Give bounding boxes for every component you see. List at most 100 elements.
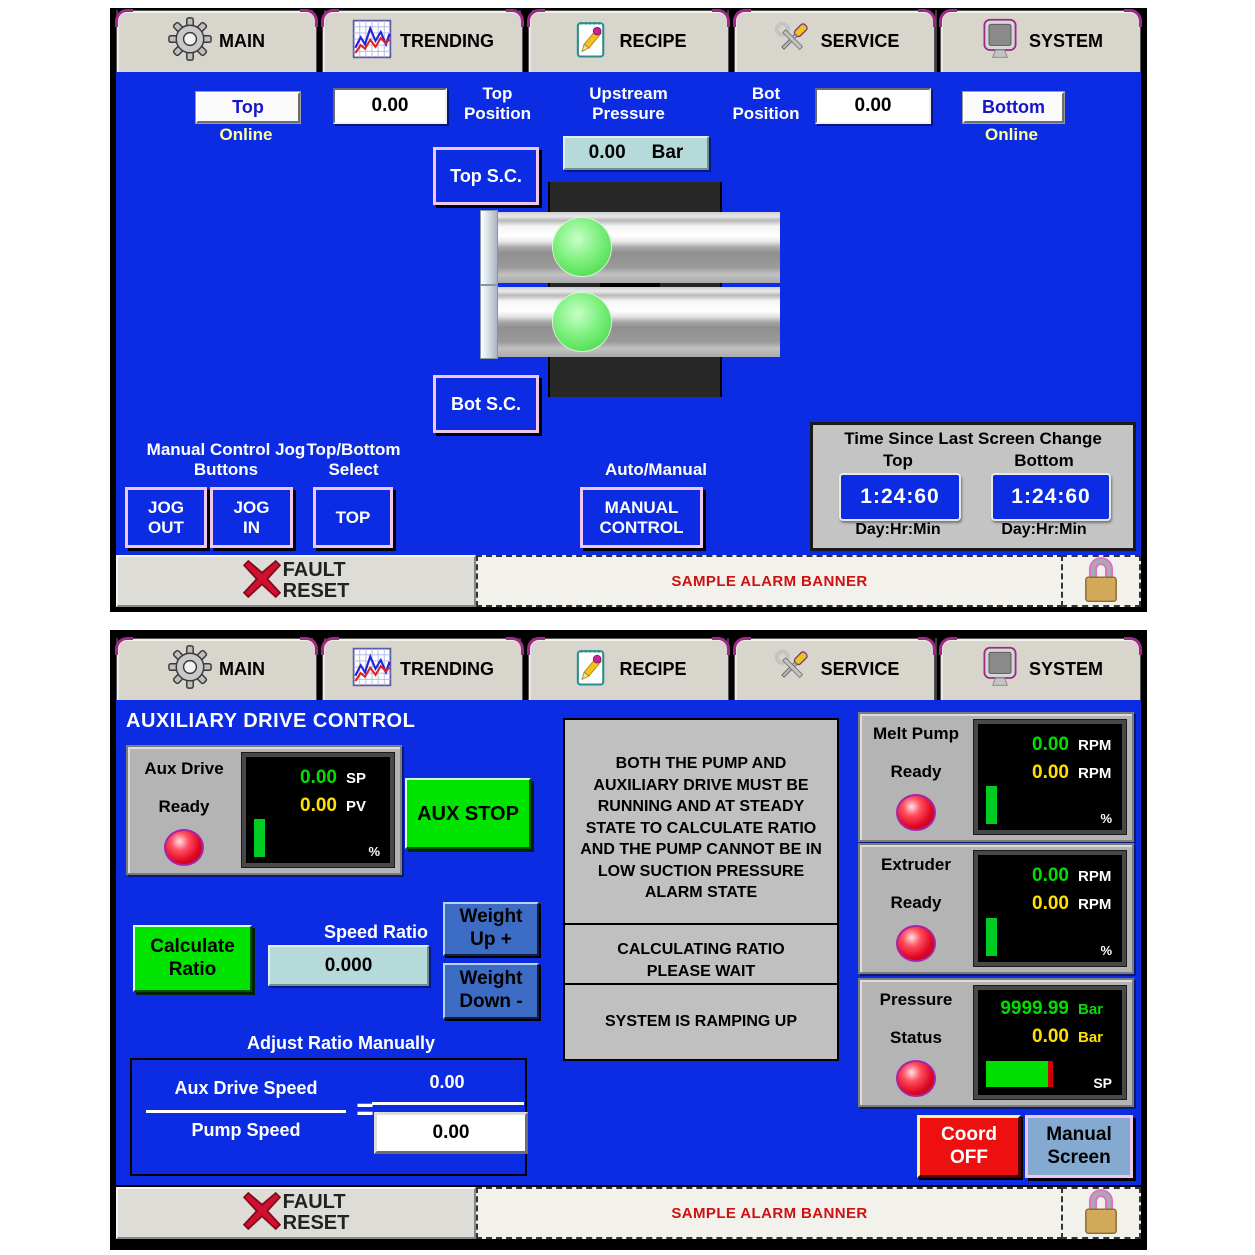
alarm-footer: FAULT RESET SAMPLE ALARM BANNER — [116, 555, 1141, 607]
bot-position-field[interactable]: 0.00 — [815, 88, 931, 124]
label-line: Position — [732, 104, 800, 124]
recipe-notepad-icon — [570, 18, 612, 65]
button-line: Up + — [470, 929, 512, 950]
fraction-line — [146, 1110, 346, 1113]
button-line: FAULT — [282, 559, 346, 581]
gear-icon — [168, 17, 212, 66]
tab-service[interactable]: SERVICE — [733, 637, 936, 700]
message-line: CALCULATING RATIO — [617, 941, 785, 959]
tab-trending[interactable]: TRENDING — [321, 637, 524, 700]
jog-in-button[interactable]: JOG IN — [210, 487, 293, 548]
weight-up-button[interactable]: Weight Up + — [443, 902, 539, 956]
top-roller — [480, 210, 780, 285]
trend-chart-icon — [351, 18, 393, 65]
panel-name: Pressure — [879, 990, 953, 1009]
top-position-label: Top Position — [450, 84, 545, 125]
aux-drive-workspace: AUXILIARY DRIVE CONTROL Aux Drive Ready … — [116, 700, 1141, 1185]
fault-reset-label: FAULT RESET — [283, 1192, 350, 1234]
ratio-denominator-label: Pump Speed — [191, 1120, 301, 1140]
panel-status-label: Ready — [890, 893, 942, 912]
fault-reset-button[interactable]: FAULT RESET — [116, 1187, 476, 1239]
label-line: Manual Control Jog — [146, 440, 306, 459]
ready-lamp — [896, 925, 936, 962]
load-unit: % — [368, 844, 380, 859]
tab-main[interactable]: MAIN — [115, 637, 318, 700]
calculate-ratio-button[interactable]: Calculate Ratio — [133, 925, 252, 992]
pressure-bar-label: SP — [1093, 1075, 1112, 1091]
panel-status-label: Status — [890, 1028, 942, 1047]
roller-graphic — [480, 182, 790, 427]
pressure-value: 0.00 — [588, 142, 626, 163]
button-line: JOG — [233, 497, 270, 517]
weight-down-button[interactable]: Weight Down - — [443, 963, 539, 1019]
label-line: Position — [463, 104, 532, 124]
tab-label: RECIPE — [619, 31, 687, 51]
screen-lock-button[interactable] — [1061, 1187, 1141, 1239]
aux-stop-button[interactable]: AUX STOP — [405, 778, 531, 849]
lock-icon — [1081, 1186, 1121, 1241]
top-bottom-select-button[interactable]: TOP — [313, 487, 393, 548]
timer-bottom-label: Bottom — [1014, 451, 1074, 470]
manual-control-button[interactable]: MANUAL CONTROL — [580, 487, 703, 548]
bottom-online-button[interactable]: Bottom — [963, 92, 1064, 123]
alarm-footer: FAULT RESET SAMPLE ALARM BANNER — [116, 1187, 1141, 1239]
jog-out-button[interactable]: JOG OUT — [125, 487, 207, 548]
tab-main[interactable]: MAIN — [115, 9, 318, 72]
tab-system[interactable]: SYSTEM — [939, 637, 1142, 700]
roller-nip — [600, 283, 660, 287]
screen-change-timer-panel: Time Since Last Screen Change Top Bottom… — [810, 422, 1136, 551]
timer-top-unit: Day:Hr:Min — [855, 521, 941, 538]
label-line: Top — [482, 84, 513, 103]
label-line: Upstream — [589, 84, 668, 103]
tab-system[interactable]: SYSTEM — [939, 9, 1142, 72]
label-line: Bot — [751, 84, 781, 103]
manual-screen-button[interactable]: Manual Screen — [1025, 1115, 1133, 1178]
service-tools-icon — [770, 645, 814, 694]
button-line: OUT — [148, 517, 184, 537]
pv-value: 0.00 — [1032, 893, 1069, 914]
adjust-ratio-box: Aux Drive Speed Pump Speed = 0.00 0.00 — [130, 1058, 528, 1176]
tab-service[interactable]: SERVICE — [733, 9, 936, 72]
fault-reset-button[interactable]: FAULT RESET — [116, 555, 476, 607]
message-line: PLEASE WAIT — [646, 963, 756, 980]
top-online-status: Online — [219, 125, 273, 144]
fault-reset-label: FAULT RESET — [283, 560, 350, 602]
upstream-pressure-display: 0.00 Bar — [563, 136, 709, 170]
top-roller-indicator — [553, 218, 611, 276]
tab-trending[interactable]: TRENDING — [321, 9, 524, 72]
screen-lock-button[interactable] — [1061, 555, 1141, 607]
screen-roll-control: MAIN TRENDING RECIPE SERVICE SYSTEM Top … — [110, 8, 1147, 612]
bot-sc-button[interactable]: Bot S.C. — [433, 375, 539, 433]
tab-recipe[interactable]: RECIPE — [527, 637, 730, 700]
bottom-roller-indicator — [553, 293, 611, 351]
top-position-field[interactable]: 0.00 — [333, 88, 447, 124]
auto-manual-label: Auto/Manual — [605, 460, 707, 479]
top-online-button[interactable]: Top — [196, 92, 300, 123]
screen-auxiliary-drive: MAIN TRENDING RECIPE SERVICE SYSTEM AUXI… — [110, 630, 1147, 1250]
button-line: RESET — [282, 580, 350, 602]
panel-status-label: Ready — [158, 797, 210, 816]
load-bar — [986, 786, 997, 824]
button-line: OFF — [950, 1146, 988, 1168]
alarm-banner: SAMPLE ALARM BANNER — [476, 555, 1063, 607]
ratio-numerator-label: Aux Drive Speed — [174, 1078, 318, 1098]
tab-recipe[interactable]: RECIPE — [527, 9, 730, 72]
lock-icon — [1081, 554, 1121, 609]
button-line: Down - — [459, 991, 523, 1012]
adjust-ratio-title: Adjust Ratio Manually — [246, 1033, 435, 1053]
system-monitor-icon — [978, 645, 1022, 694]
tab-label: SYSTEM — [1028, 31, 1103, 51]
button-line: MANUAL — [604, 497, 679, 517]
alarm-banner: SAMPLE ALARM BANNER — [476, 1187, 1063, 1239]
coord-off-button[interactable]: Coord OFF — [917, 1115, 1021, 1178]
timer-top-display: 1:24:60 — [839, 473, 961, 521]
top-sc-button[interactable]: Top S.C. — [433, 147, 539, 205]
nav-tabbar: MAIN TRENDING RECIPE SERVICE SYSTEM — [115, 9, 1142, 72]
trend-chart-icon — [351, 646, 393, 693]
sp-unit: Bar — [1078, 1001, 1104, 1018]
pump-speed-input[interactable]: 0.00 — [374, 1112, 528, 1154]
sp-value: 0.00 — [1032, 865, 1069, 886]
button-line: IN — [243, 517, 260, 537]
